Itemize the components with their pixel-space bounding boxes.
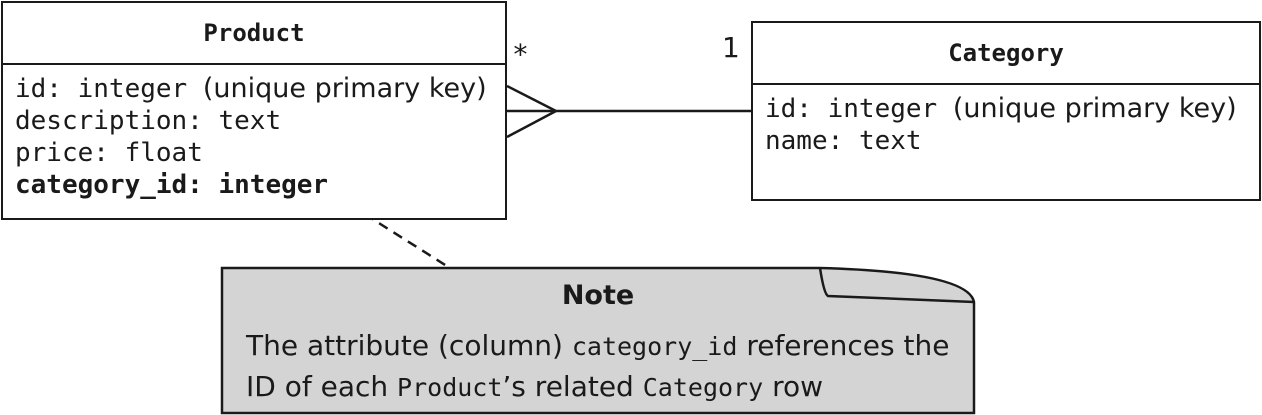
product-entity-title: Product (3, 3, 505, 65)
note-title: Note (561, 280, 635, 311)
product-attr-id: id: integer (unique primary key) (15, 73, 487, 104)
note-code-product: Product (397, 373, 503, 402)
note-line-2: ID of each Product’s related Category ro… (246, 370, 824, 403)
crows-foot-upper (506, 84, 557, 113)
product-attr-description: description: text (15, 106, 282, 136)
category-attr-name: name: text (765, 126, 922, 156)
product-entity[interactable]: Product id: integer (unique primary key)… (1, 1, 507, 220)
category-entity[interactable]: Category id: integer (unique primary key… (751, 21, 1261, 201)
product-attr-price: price: float (15, 138, 203, 168)
note-code-category-id: category_id (571, 332, 738, 361)
category-entity-title: Category (753, 23, 1259, 85)
product-multiplicity-label: * (512, 38, 529, 71)
crows-foot-lower (506, 109, 557, 139)
category-attr-id: id: integer (unique primary key) (765, 93, 1237, 124)
note-line-1: The attribute (column) category_id refer… (246, 329, 950, 362)
category-multiplicity-label: 1 (722, 31, 740, 64)
note-fold (818, 267, 975, 304)
note-code-category: Category (642, 373, 764, 402)
product-attr-category-id: category_id: integer (15, 170, 329, 200)
note-text: The attribute (column) category_id refer… (246, 326, 966, 408)
